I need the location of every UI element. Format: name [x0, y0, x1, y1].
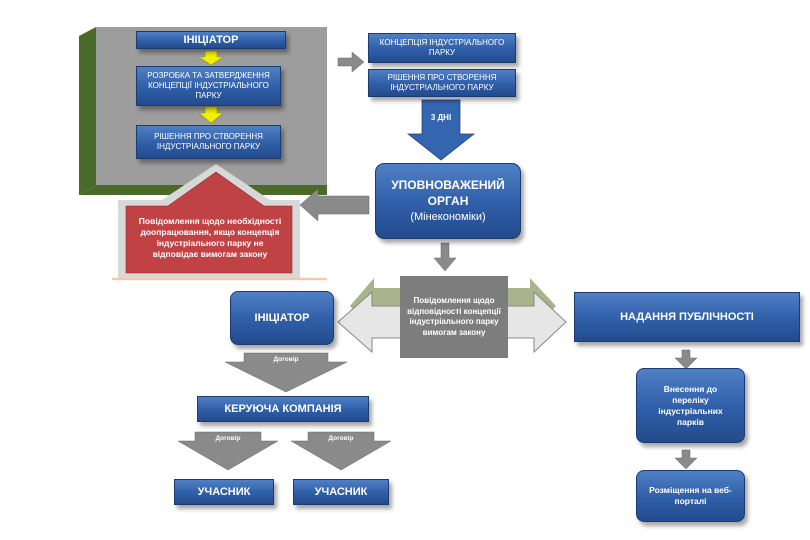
- chevron-arrow-1: [224, 352, 348, 393]
- yellow-arrow-2: [198, 106, 224, 124]
- concept-box-right: КОНЦЕПЦІЯ ІНДУСТРІАЛЬНОГО ПАРКУ: [368, 33, 516, 63]
- authorized-body-box: УПОВНОВАЖЕНИЙ ОРГАН (Мінекономіки): [375, 163, 521, 239]
- participant-1-label: УЧАСНИК: [197, 486, 251, 498]
- gray-arrow-down-publicity: [674, 349, 698, 370]
- compliance-notice-bg: [400, 276, 508, 358]
- registry-label: Внесення до переліку індустріальних парк…: [658, 383, 723, 427]
- contract-label-3: Договір: [328, 434, 354, 442]
- chevron-arrow-2: [177, 431, 279, 471]
- compliance-notice-text: Повідомлення щодо відповідності концепці…: [407, 296, 501, 337]
- initiator-box-bottom: ІНІЦІАТОР: [230, 291, 334, 345]
- contract-label-1: Договір: [273, 355, 299, 363]
- web-portal-label: Розміщення на веб-порталі: [649, 485, 732, 506]
- initiator-top-label: ІНІЦІАТОР: [183, 34, 239, 46]
- initiator-box-top: ІНІЦІАТОР: [136, 31, 286, 49]
- participant-box-1: УЧАСНИК: [174, 479, 274, 505]
- days-down-arrow: [406, 99, 476, 161]
- concept-development-label: РОЗРОБКА ТА ЗАТВЕРДЖЕННЯ КОНЦЕПЦІЇ ІНДУС…: [147, 71, 270, 100]
- yellow-arrow-1: [198, 50, 224, 66]
- authorized-body-subtitle: (Мінекономіки): [410, 211, 486, 223]
- contract-label-2: Договір: [215, 434, 241, 442]
- publicity-label: НАДАННЯ ПУБЛІЧНОСТІ: [620, 311, 754, 323]
- publicity-box: НАДАННЯ ПУБЛІЧНОСТІ: [574, 292, 800, 342]
- managing-company-label: КЕРУЮЧА КОМПАНІЯ: [224, 403, 342, 415]
- creation-decision-left-label: РІШЕННЯ ПРО СТВОРЕННЯ ІНДУСТРІАЛЬНОГО ПА…: [154, 132, 263, 151]
- concept-development-box: РОЗРОБКА ТА ЗАТВЕРДЖЕННЯ КОНЦЕПЦІЇ ІНДУС…: [136, 66, 281, 106]
- rework-notice-text: Повідомлення щодо необхідності доопрацюв…: [138, 216, 282, 259]
- authorized-body-title: УПОВНОВАЖЕНИЙ ОРГАН: [391, 178, 505, 208]
- gray-arrow-left-notice: [299, 188, 370, 222]
- participant-2-label: УЧАСНИК: [314, 486, 368, 498]
- registry-box: Внесення до переліку індустріальних парк…: [636, 368, 745, 443]
- gray-arrow-down-registry: [674, 449, 698, 470]
- managing-company-box: КЕРУЮЧА КОМПАНІЯ: [197, 396, 369, 422]
- creation-decision-box-right: РІШЕННЯ ПРО СТВОРЕННЯ ІНДУСТРІАЛЬНОГО ПА…: [368, 69, 516, 97]
- web-portal-box: Розміщення на веб-порталі: [636, 470, 745, 522]
- initiator-bottom-label: ІНІЦІАТОР: [254, 312, 310, 324]
- red-up-arrow: [125, 171, 293, 274]
- gray-arrow-down-authority: [433, 242, 457, 272]
- participant-box-2: УЧАСНИК: [293, 479, 389, 505]
- creation-decision-right-label: РІШЕННЯ ПРО СТВОРЕННЯ ІНДУСТРІАЛЬНОГО ПА…: [387, 73, 497, 92]
- days-arrow-label: 3 ДНІ: [430, 113, 452, 122]
- creation-decision-box-left: РІШЕННЯ ПРО СТВОРЕННЯ ІНДУСТРІАЛЬНОГО ПА…: [136, 125, 281, 159]
- concept-right-label: КОНЦЕПЦІЯ ІНДУСТРІАЛЬНОГО ПАРКУ: [379, 38, 505, 57]
- gray-arrow-right-top: [337, 51, 365, 73]
- panel-left-face: [79, 27, 96, 195]
- chevron-arrow-3: [290, 431, 392, 471]
